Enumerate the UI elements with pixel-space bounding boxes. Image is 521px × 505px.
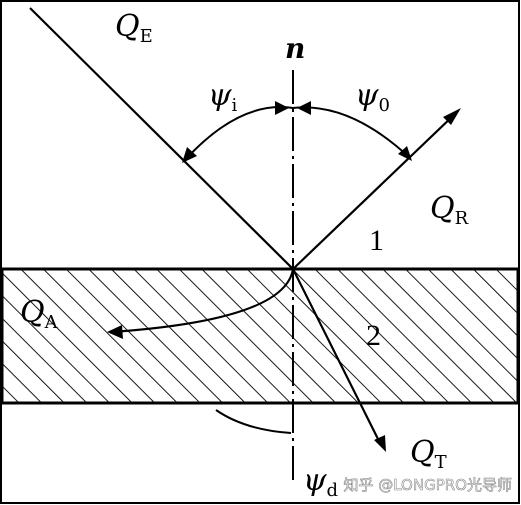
normal-label: n [285, 32, 305, 65]
reflected-flux-label: QR [430, 191, 469, 229]
arc-arrow-i-left [182, 147, 197, 163]
region-label-upper: 1 [369, 224, 384, 257]
angle-arc-bottom [215, 409, 292, 434]
incident-flux-label: QE [115, 9, 153, 47]
arc-arrow-i-right [275, 101, 289, 115]
angle-reflection-label: ψ0 [355, 78, 390, 116]
absorbed-arrowhead [107, 325, 123, 339]
transmitted-arrowhead [374, 435, 386, 452]
arc-arrow-0-left [297, 101, 311, 115]
incident-ray [29, 7, 294, 270]
medium-slab [0, 267, 520, 405]
transmitted-flux-label: QT [410, 435, 447, 473]
arc-arrow-0-right [398, 146, 412, 161]
region-label-lower: 2 [366, 319, 381, 352]
angle-refraction-label: ψd [303, 463, 338, 501]
reflected-ray [292, 112, 457, 270]
absorbed-flux-label: QA [20, 295, 59, 333]
angle-incidence-label: ψi [208, 78, 238, 116]
transmitted-ray [292, 268, 382, 446]
watermark: 知乎 @LONGPRO光导师 [343, 476, 512, 494]
reflected-arrowhead [443, 108, 461, 125]
absorbed-curve [111, 268, 295, 334]
angle-arc-top [184, 106, 411, 161]
